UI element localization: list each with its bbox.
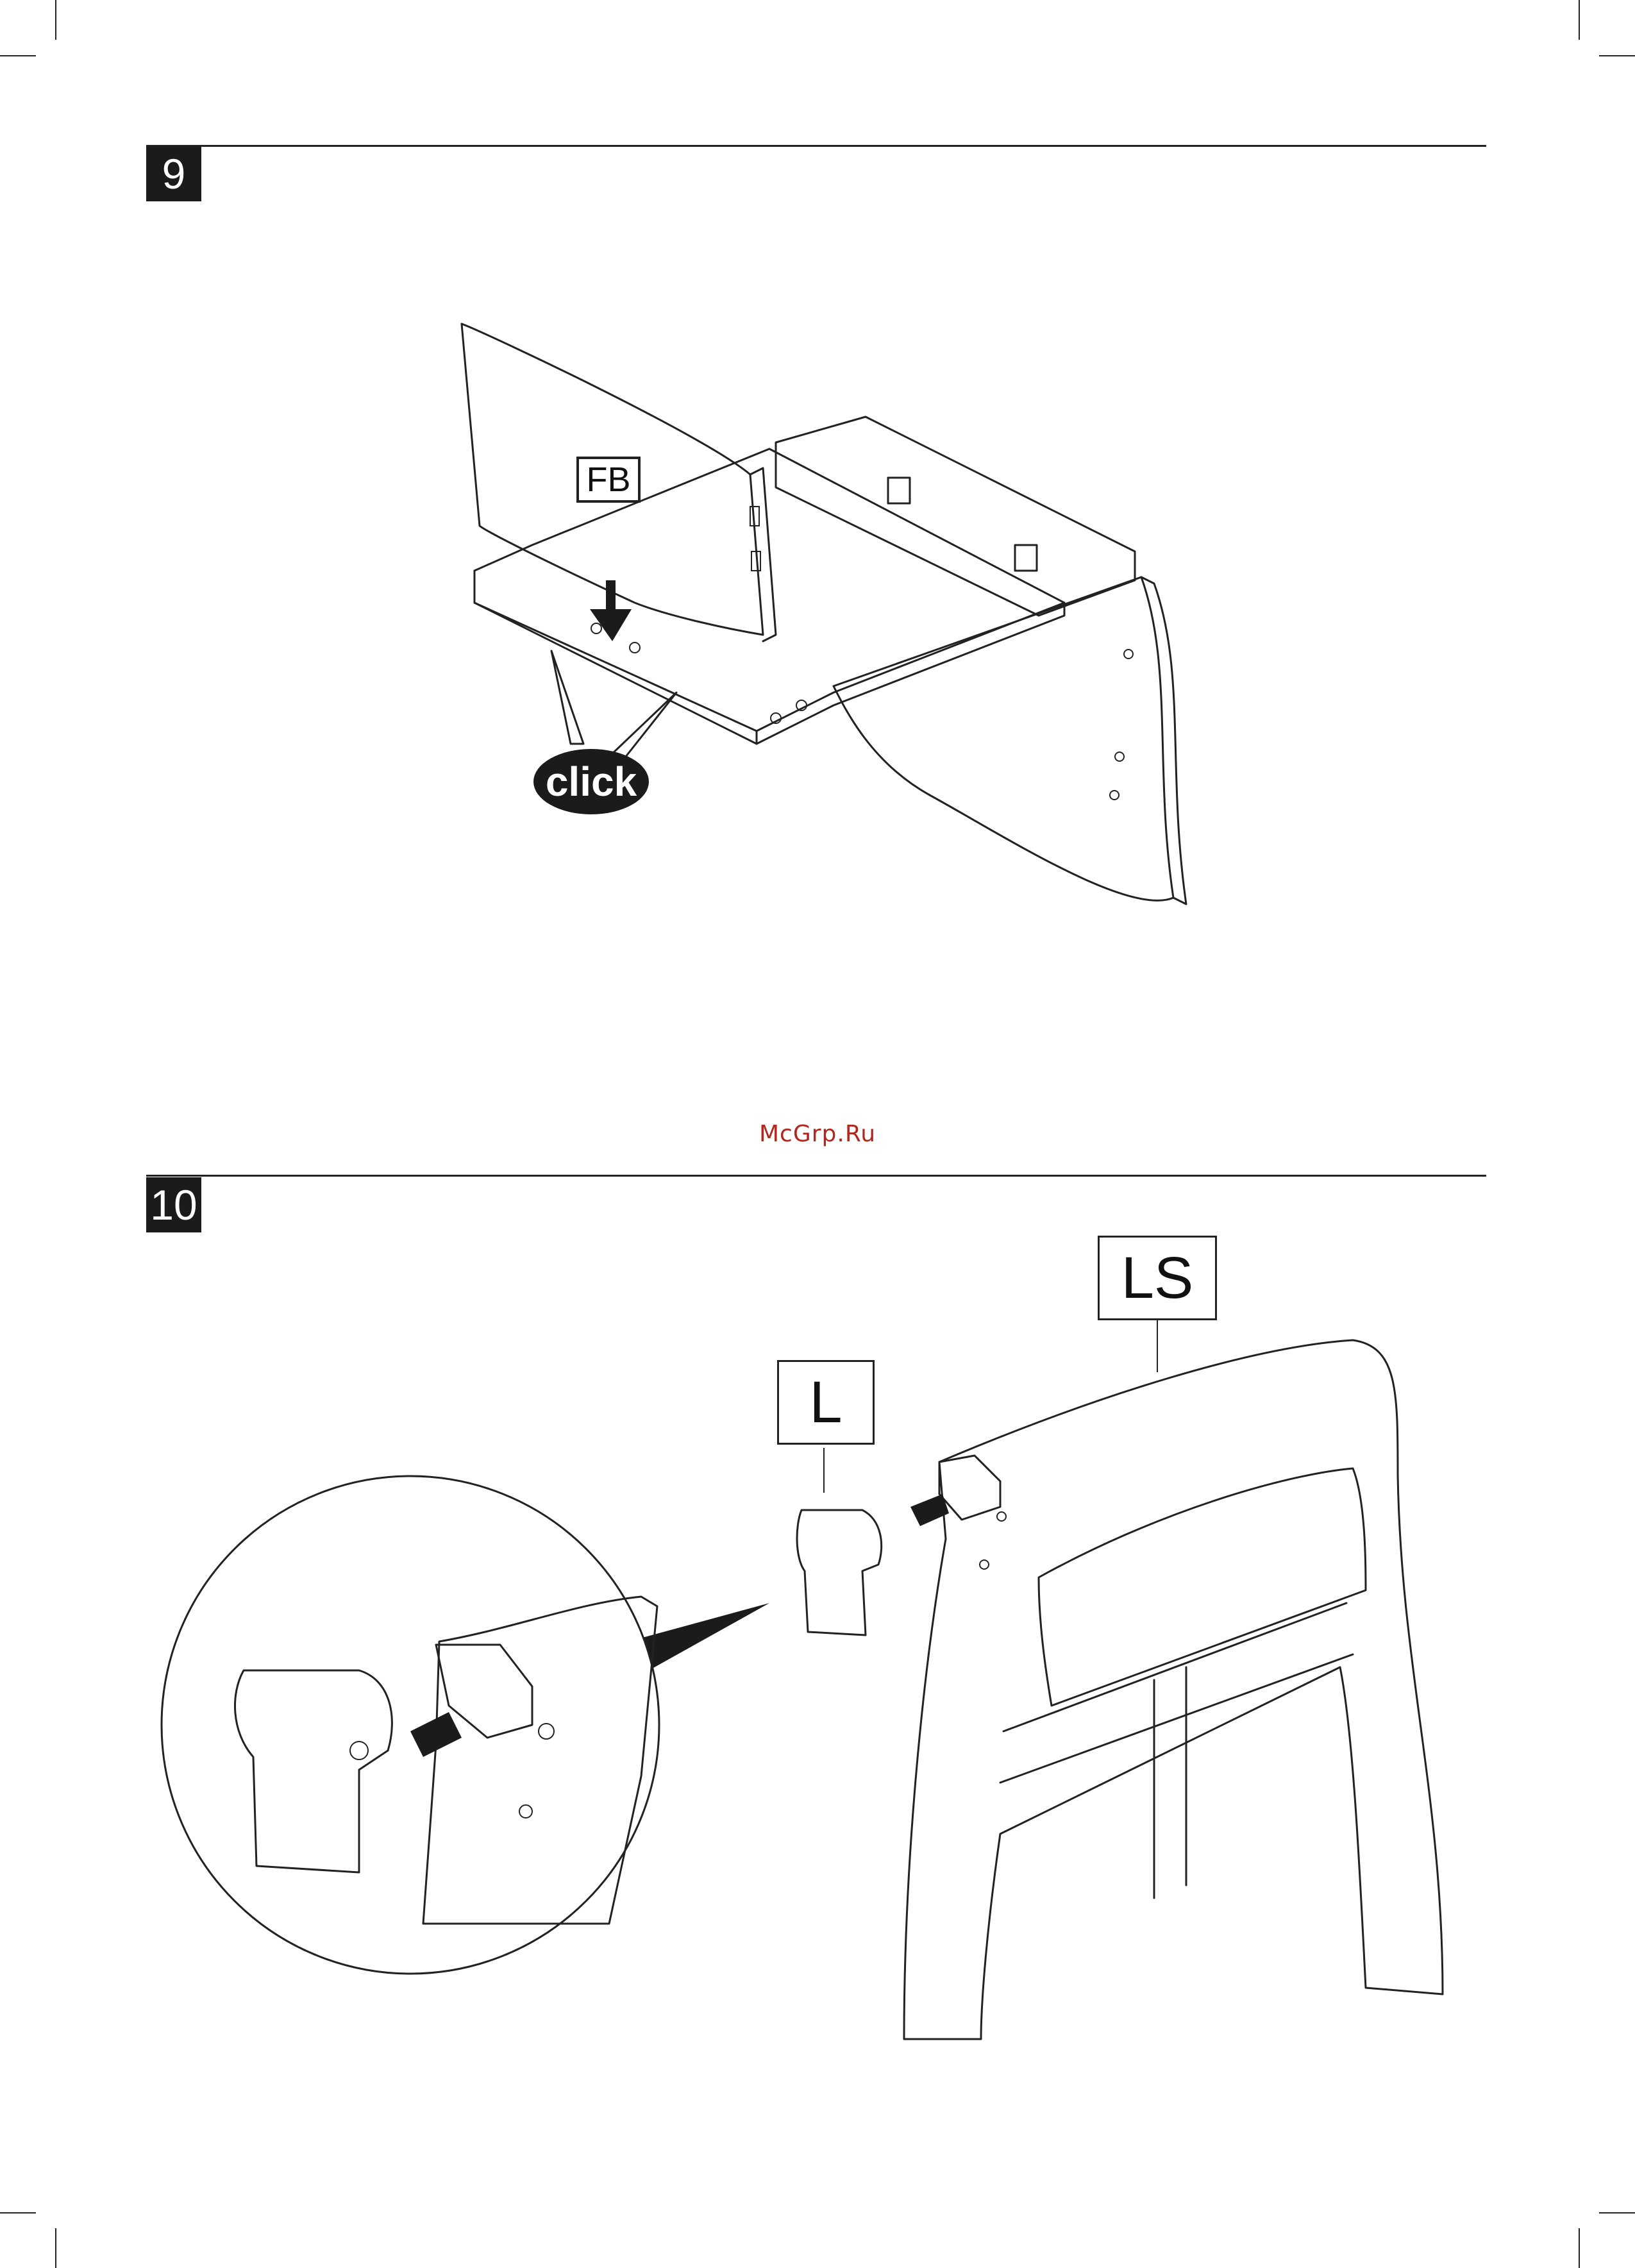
part-label-l: L (777, 1360, 875, 1445)
armrest-frame (904, 1340, 1443, 2039)
connector-piece (797, 1510, 882, 1635)
part-label-ls: LS (1098, 1236, 1217, 1320)
insert-arrow-icon (910, 1494, 949, 1526)
